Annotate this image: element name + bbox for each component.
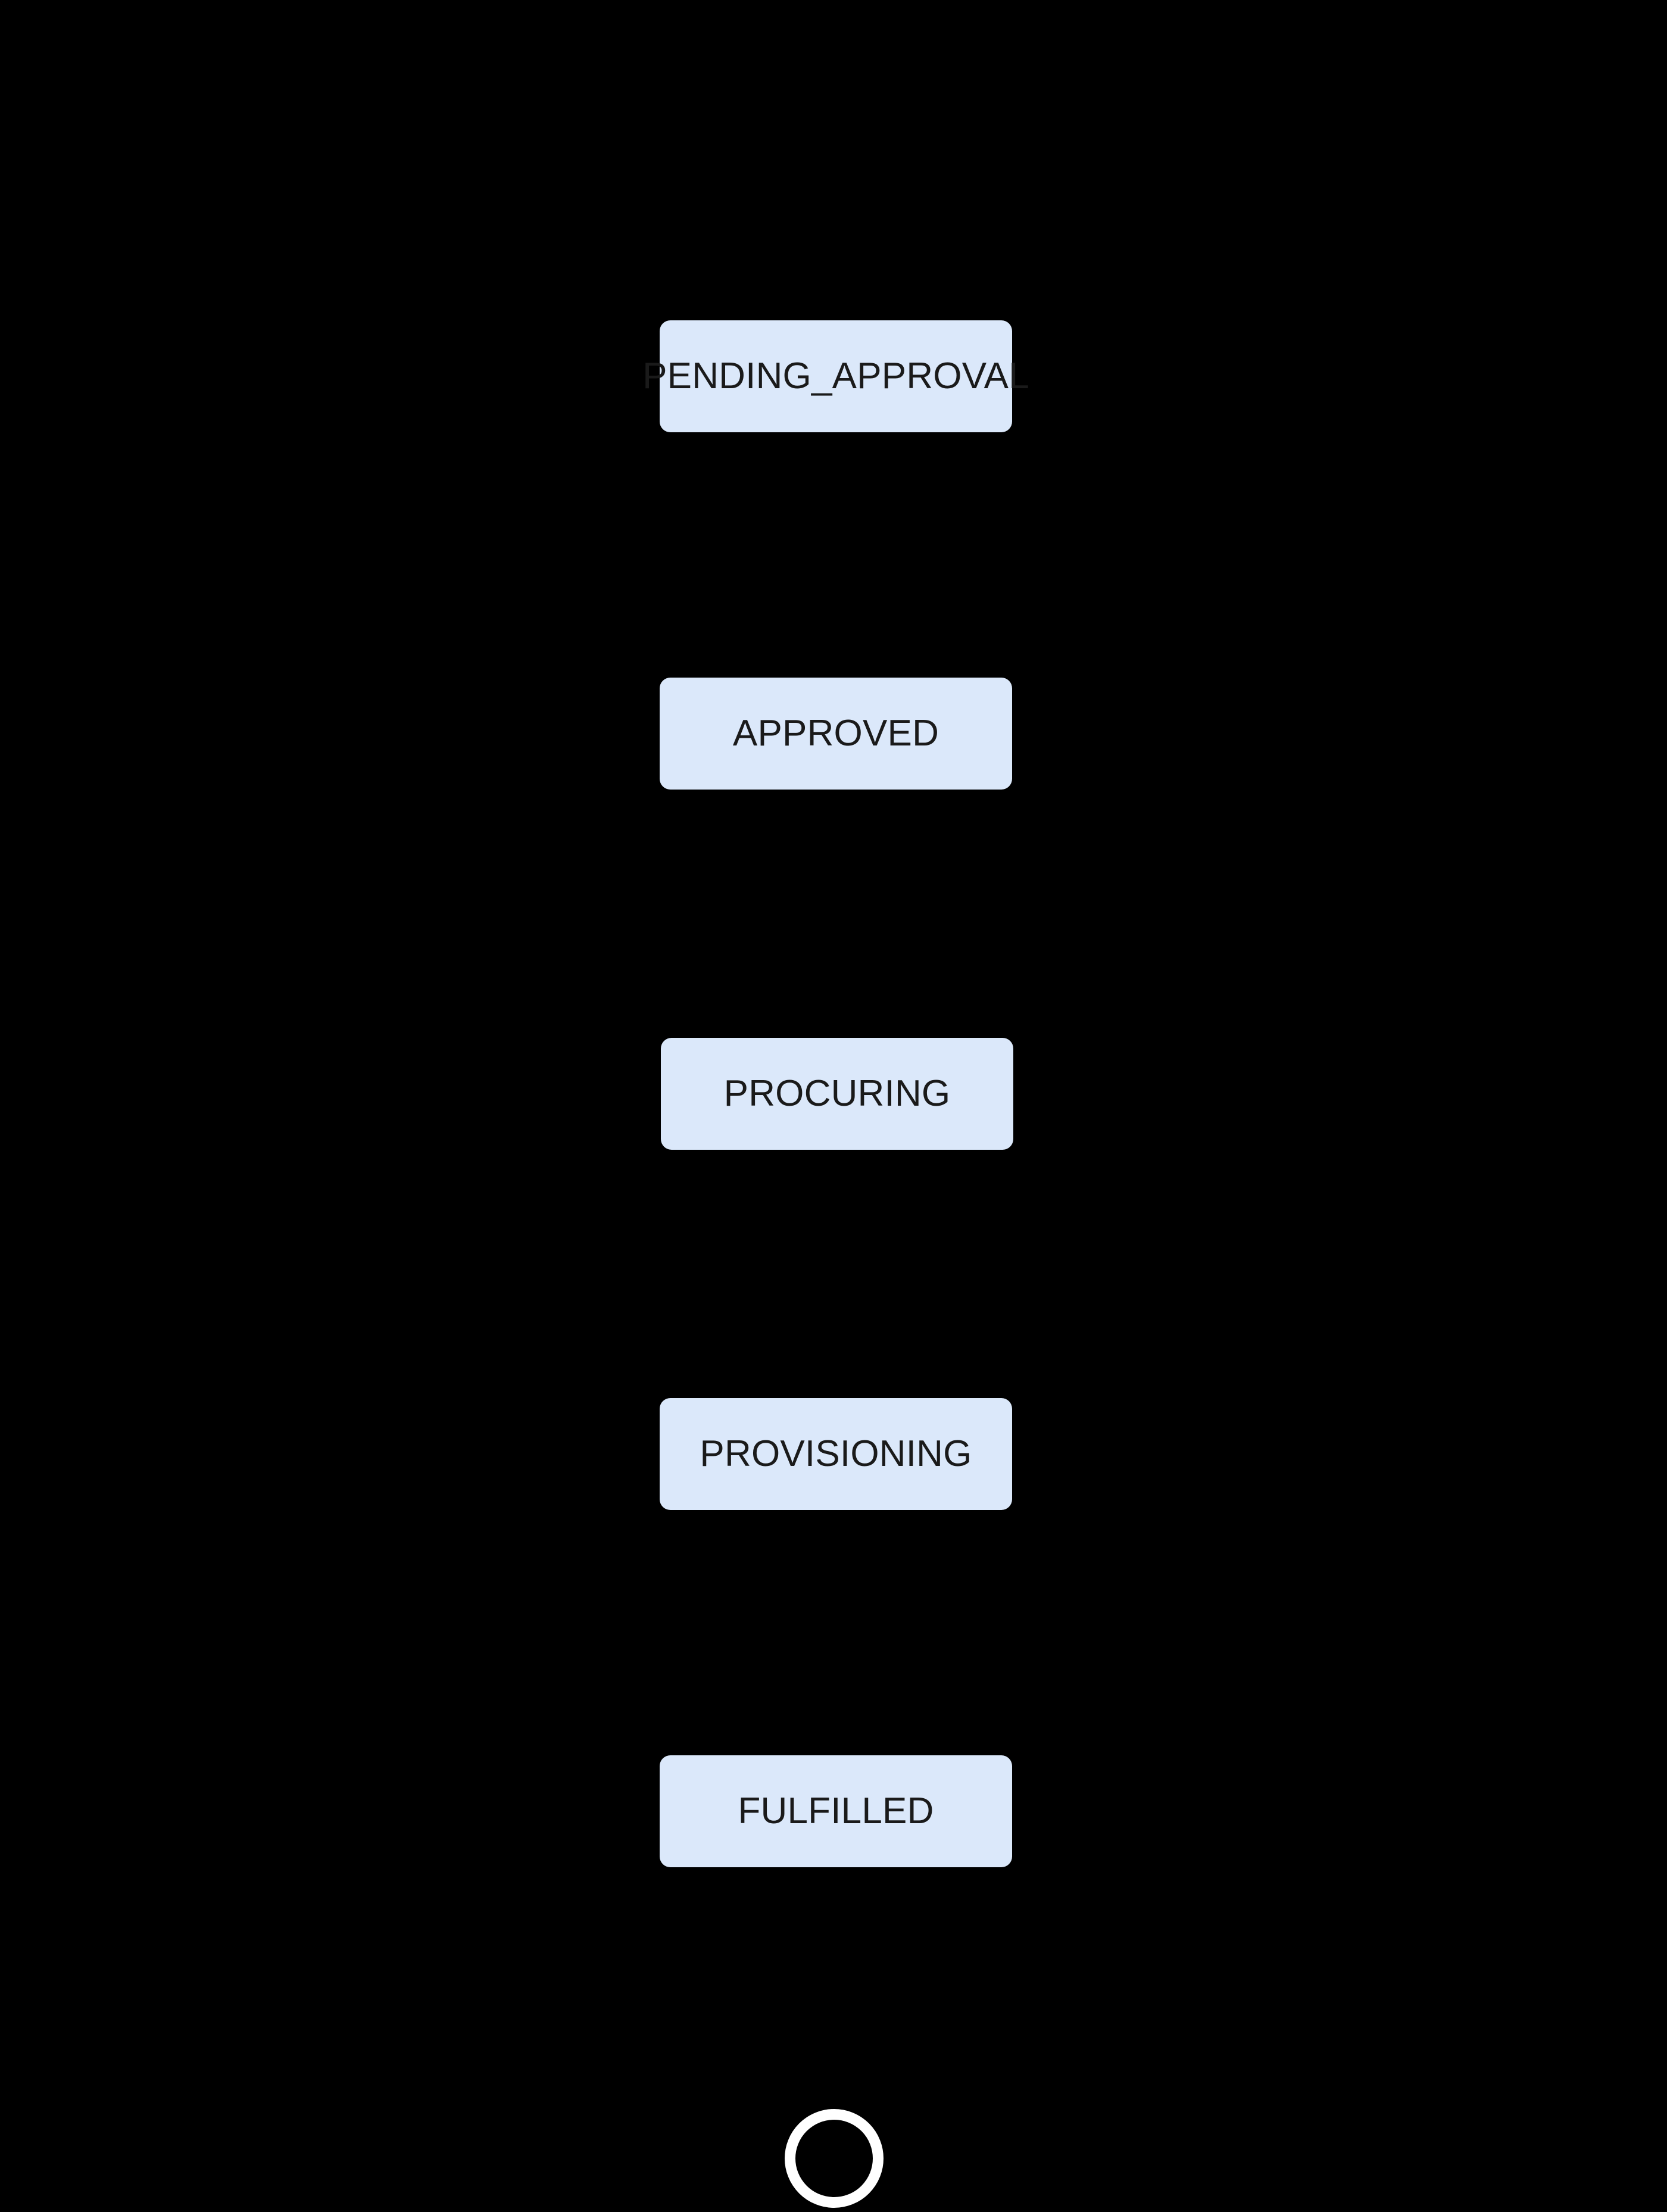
state-node-label: FULFILLED xyxy=(738,1790,934,1832)
state-node-approved[interactable]: APPROVED xyxy=(660,678,1012,790)
terminal-end-state-node[interactable] xyxy=(785,2109,884,2208)
state-node-label: PROVISIONING xyxy=(700,1433,972,1474)
state-node-procuring[interactable]: PROCURING xyxy=(661,1038,1013,1150)
state-node-label: APPROVED xyxy=(732,713,939,754)
state-node-label: PROCURING xyxy=(723,1073,951,1114)
state-node-provisioning[interactable]: PROVISIONING xyxy=(660,1398,1012,1510)
state-node-label: PENDING_APPROVAL xyxy=(642,355,1029,397)
state-node-fulfilled[interactable]: FULFILLED xyxy=(660,1755,1012,1867)
state-node-pending-approval[interactable]: PENDING_APPROVAL xyxy=(642,320,1029,432)
